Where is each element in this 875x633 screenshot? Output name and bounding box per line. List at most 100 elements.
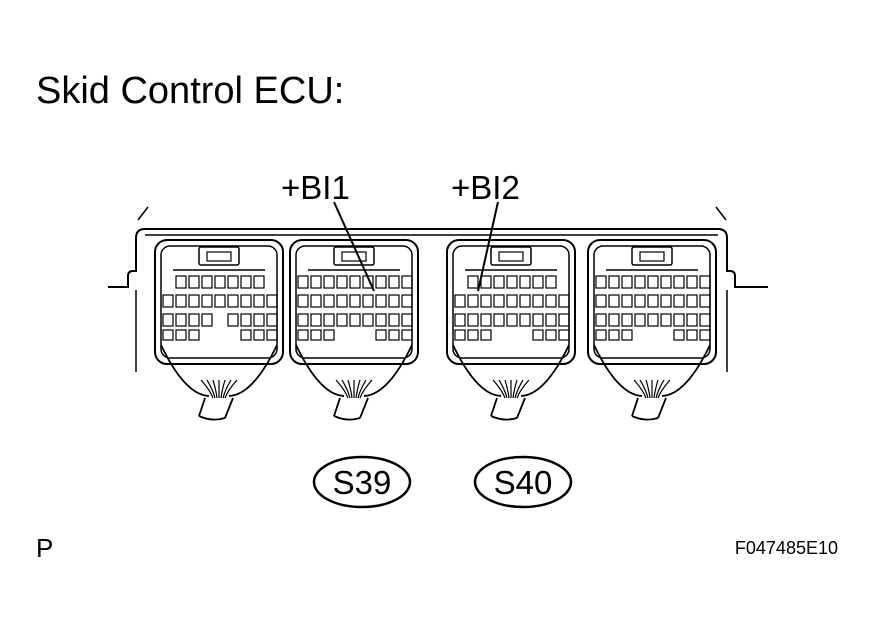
harness-wire: [512, 379, 518, 399]
connector-pin: [467, 329, 479, 341]
connector-pin: [467, 313, 479, 327]
connector-label-s40-text: S40: [494, 464, 553, 501]
connector-pin: [401, 275, 413, 289]
connector-pin: [634, 275, 646, 289]
connector-inner-shell: [295, 245, 413, 359]
connector-pin: [253, 294, 265, 308]
connector-pin: [532, 294, 544, 308]
harness-wire: [335, 379, 349, 399]
connector-pin: [388, 313, 400, 327]
connector-lock-slot: [206, 251, 232, 262]
connector-pin: [175, 329, 187, 341]
connector-pin: [188, 313, 200, 327]
harness-wire: [514, 379, 524, 399]
connector-pin: [349, 313, 361, 327]
connector-pin: [558, 313, 570, 327]
connector-pin: [467, 275, 479, 289]
connector-pin: [401, 329, 413, 341]
connector-pin: [480, 275, 492, 289]
connector-pin: [699, 275, 711, 289]
connector-lock-tab: [631, 246, 673, 266]
connector-pin: [323, 313, 335, 327]
connector-pin: [336, 294, 348, 308]
terminal-label-bi1: +BI1: [281, 169, 350, 206]
leader-line-bi2: [477, 201, 499, 292]
connector-pin: [608, 294, 620, 308]
connector-pin: [201, 294, 213, 308]
connector-pin: [595, 275, 607, 289]
ecu-housing: [108, 206, 768, 372]
connector-pin: [621, 313, 633, 327]
connector-pin: [388, 275, 400, 289]
harness-outline-right: [520, 344, 570, 397]
connector-pin: [240, 275, 252, 289]
connector-pin: [608, 313, 620, 327]
connector-pin: [227, 313, 239, 327]
harness-outline-left: [452, 344, 502, 397]
connector-pin: [519, 313, 531, 327]
connector-pin: [162, 294, 174, 308]
connector-lock-tab: [333, 246, 375, 266]
harness-wire: [657, 379, 671, 399]
connector-pin: [647, 313, 659, 327]
diagram-title: Skid Control ECU:: [36, 70, 345, 112]
harness-wire: [359, 379, 373, 399]
connector-pin: [388, 329, 400, 341]
connector-pin: [188, 275, 200, 289]
connector-pin: [686, 294, 698, 308]
connector-pin: [266, 329, 278, 341]
connector-pin: [621, 275, 633, 289]
connector-pin: [323, 275, 335, 289]
harness-outline-left: [295, 344, 345, 397]
connector-pin: [253, 275, 265, 289]
harness-bundle: [333, 397, 369, 421]
connector-pin: [349, 294, 361, 308]
connector-pin: [532, 329, 544, 341]
harness-bundle: [198, 397, 234, 421]
connector-pin: [175, 275, 187, 289]
figure-code: F047485E10: [734, 538, 838, 558]
harness-bundle: [490, 397, 526, 421]
connector-pin: [454, 294, 466, 308]
connector-pin: [480, 329, 492, 341]
connector-pin: [595, 313, 607, 327]
ecu-connector: [446, 239, 576, 421]
connector-label-s40: S40: [473, 455, 573, 509]
connector-pin: [362, 313, 374, 327]
connector-pin: [162, 313, 174, 327]
connector-pin: [506, 313, 518, 327]
harness-outline-left: [160, 344, 210, 397]
connector-pin: [467, 294, 479, 308]
harness-wire: [645, 379, 651, 399]
connector-pin: [310, 313, 322, 327]
connector-pin: [532, 275, 544, 289]
harness-wire: [653, 379, 659, 399]
connector-pin: [699, 313, 711, 327]
connector-pin: [532, 313, 544, 327]
connector-pin: [375, 313, 387, 327]
harness-wire: [639, 379, 649, 399]
connector-pin: [558, 294, 570, 308]
connector-pin: [201, 275, 213, 289]
connector-pin: [545, 329, 557, 341]
connector-pin: [323, 294, 335, 308]
connector-pin: [454, 329, 466, 341]
connector-pin: [253, 313, 265, 327]
connector-pin: [595, 329, 607, 341]
connector-lock-tab: [198, 246, 240, 266]
connector-inner-shell: [593, 245, 711, 359]
connector-pin: [323, 329, 335, 341]
harness-wire: [200, 379, 214, 399]
harness-wire: [212, 379, 218, 399]
connector-pin: [519, 294, 531, 308]
harness-outline-right: [661, 344, 711, 397]
connector-pin: [240, 294, 252, 308]
connector-pin: [454, 313, 466, 327]
connector-shell: [446, 239, 576, 365]
connector-pin: [214, 275, 226, 289]
connector-pin: [388, 294, 400, 308]
harness-wire: [504, 379, 510, 399]
connector-pin: [545, 275, 557, 289]
